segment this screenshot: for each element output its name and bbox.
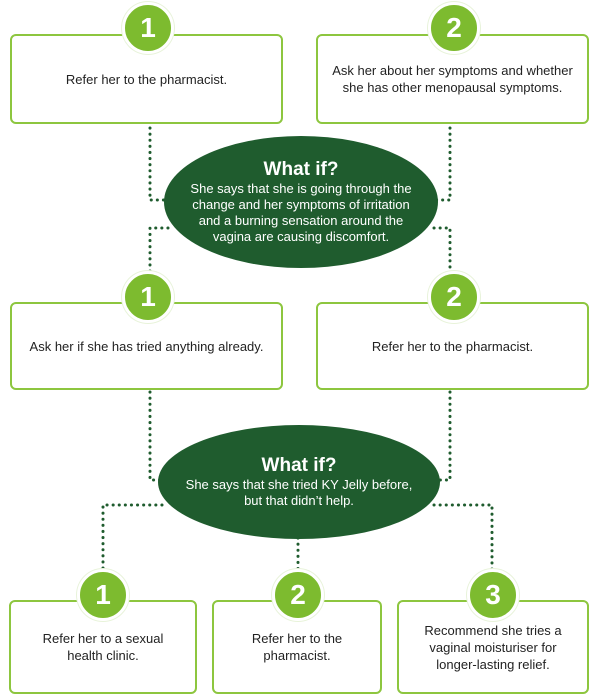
level3-option3-text: Recommend she tries a vaginal moisturise… xyxy=(424,622,562,672)
connector-whatif1-option1 xyxy=(148,126,170,202)
level3-option1-text: Refer her to a sexual health clinic. xyxy=(42,631,164,663)
connector-whatif1-option2 xyxy=(434,126,452,202)
connector-whatif1-level2-option2 xyxy=(432,226,452,284)
level2-option1-number-badge: 1 xyxy=(122,271,174,323)
level1-option2-number-badge: 2 xyxy=(428,2,480,54)
level1-option1-text: Refer her to the pharmacist. xyxy=(65,71,228,87)
level2-option2-number-badge: 2 xyxy=(428,271,480,323)
connector-whatif1-level2-option1 xyxy=(148,226,170,284)
level3-option2-number-badge: 2 xyxy=(272,569,324,621)
whatif2-text: She says that she tried KY Jelly before,… xyxy=(185,477,413,508)
whatif1-title: What if? xyxy=(263,159,339,180)
connector-level2-option1-whatif2 xyxy=(148,390,164,482)
whatif2-title: What if? xyxy=(261,455,337,476)
level1-option1-number-badge: 1 xyxy=(122,2,174,54)
level1-option1-box: Refer her to the pharmacist. xyxy=(10,34,283,124)
level1-option2-text: Ask her about her symptoms and whether s… xyxy=(332,63,573,95)
whatif1-ellipse: What if? She says that she is going thro… xyxy=(164,136,438,268)
level2-option1-text: Ask her if she has tried anything alread… xyxy=(29,338,264,354)
connector-whatif2-level3-option3 xyxy=(432,503,494,577)
whatif2-ellipse: What if? She says that she tried KY Jell… xyxy=(158,425,440,539)
connector-whatif2-level3-option1 xyxy=(101,503,164,577)
connector-level2-option2-whatif2 xyxy=(432,390,452,482)
whatif1-text: She says that she is going through the c… xyxy=(190,181,412,244)
level3-option2-box: Refer her to the pharmacist. xyxy=(212,600,382,694)
level2-option2-text: Refer her to the pharmacist. xyxy=(371,338,534,354)
level3-option2-text: Refer her to the pharmacist. xyxy=(251,631,343,663)
level3-option1-number-badge: 1 xyxy=(77,569,129,621)
level3-option3-number-badge: 3 xyxy=(467,569,519,621)
